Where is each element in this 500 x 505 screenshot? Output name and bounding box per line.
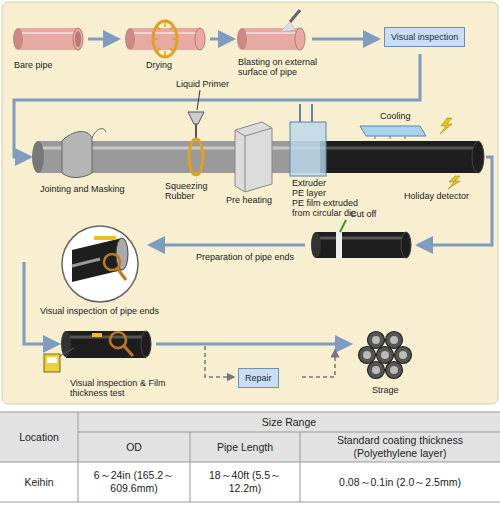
step-label: Preparation of pipe ends <box>196 252 306 262</box>
step-label: Holiday detector <box>404 191 494 201</box>
table-cell: 6～24in (165.2～609.6mm) <box>78 462 190 502</box>
step-label: Strage <box>372 385 422 395</box>
box-text: Repair <box>245 373 272 383</box>
table-cell: 18～40ft (5.5～12.2m) <box>190 462 300 502</box>
table-cell: 0.08～0.1in (2.0～2.5mm) <box>300 462 500 502</box>
step-label: Squeezing Rubber <box>165 181 225 202</box>
table-cell: Size Range <box>78 412 500 432</box>
step-label: Bare pipe <box>14 60 89 70</box>
box-text: Visual inspection <box>391 32 458 42</box>
step-label: Blasting on external surface of pipe <box>238 57 318 78</box>
step-label: Extruder <box>292 178 352 188</box>
step-label: Visual inspection of pipe ends <box>40 306 190 316</box>
table-cell: Location <box>0 412 78 462</box>
step-label: Cooling <box>380 111 430 121</box>
step-label: PE layer <box>292 188 352 198</box>
table-cell: OD <box>78 432 190 462</box>
step-label: Drying <box>146 60 196 70</box>
step-label: Pre heating <box>226 195 286 205</box>
table-cell: Standard coating thickness (Polyethylene… <box>300 432 500 462</box>
step-label: Liquid Primer <box>176 79 246 89</box>
table-cell: Pipe Length <box>190 432 300 462</box>
step-label: Visual inspection & Film thickness test <box>70 378 190 399</box>
process-box: Repair <box>238 368 279 388</box>
process-box: Visual inspection <box>384 27 465 47</box>
step-label: Cut off <box>350 209 400 219</box>
step-label: Jointing and Masking <box>40 184 140 194</box>
table-cell: Keihin <box>0 462 78 502</box>
